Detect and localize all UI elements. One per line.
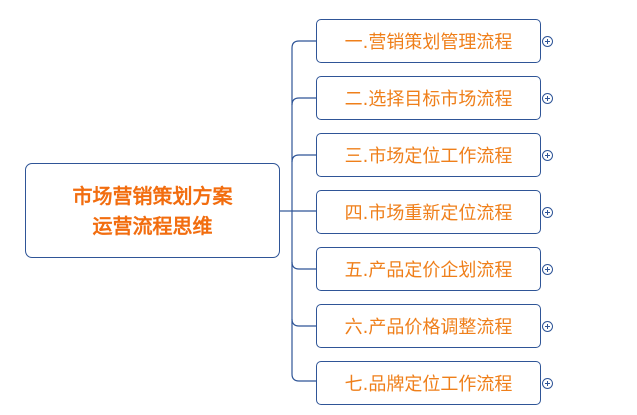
root-topic[interactable]: 市场营销策划方案 运营流程思维 [25, 163, 280, 258]
expand-plus-icon[interactable] [542, 150, 553, 161]
branch-topic-5[interactable]: 五.产品定价企划流程 [316, 247, 541, 291]
expand-plus-icon[interactable] [542, 264, 553, 275]
connector-branch-5 [291, 261, 316, 270]
connector-branch-2 [291, 97, 316, 106]
root-topic-line-2: 运营流程思维 [92, 213, 213, 238]
branch-topic-7[interactable]: 七.品牌定位工作流程 [316, 361, 541, 405]
expand-plus-icon[interactable] [542, 321, 553, 332]
connector-branch-6 [291, 318, 316, 327]
expand-plus-icon[interactable] [542, 93, 553, 104]
branch-topic-1[interactable]: 一.营销策划管理流程 [316, 19, 541, 63]
connector-trunk [291, 40, 300, 382]
branch-topic-4[interactable]: 四.市场重新定位流程 [316, 190, 541, 234]
branch-topic-3[interactable]: 三.市场定位工作流程 [316, 133, 541, 177]
expand-plus-icon[interactable] [542, 378, 553, 389]
branch-topic-6[interactable]: 六.产品价格调整流程 [316, 304, 541, 348]
root-topic-line-1: 市场营销策划方案 [72, 183, 233, 208]
branch-topic-2[interactable]: 二.选择目标市场流程 [316, 76, 541, 120]
expand-plus-icon[interactable] [542, 36, 553, 47]
connector-branch-3 [291, 154, 316, 163]
expand-plus-icon[interactable] [542, 207, 553, 218]
